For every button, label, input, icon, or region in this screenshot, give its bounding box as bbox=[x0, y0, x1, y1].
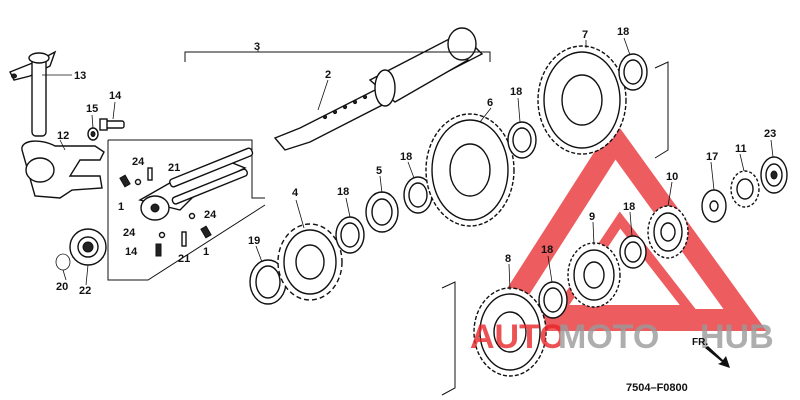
part-9-gear bbox=[567, 242, 621, 308]
part-23-bearing bbox=[760, 156, 788, 194]
part-15-bolt bbox=[99, 118, 125, 131]
part-19-washer bbox=[249, 259, 287, 305]
shaft-holes bbox=[322, 94, 368, 120]
callout-2: 2 bbox=[325, 69, 331, 81]
part-7-gear bbox=[537, 45, 627, 155]
callout-24-a: 24 bbox=[132, 156, 145, 168]
part-4-gear bbox=[277, 223, 343, 301]
watermark-text-a: AUTO bbox=[470, 318, 566, 356]
group-bracket-right bbox=[654, 61, 669, 159]
callout-18-a: 18 bbox=[337, 186, 349, 198]
callout-20: 20 bbox=[56, 281, 68, 293]
callout-23: 23 bbox=[764, 128, 776, 140]
watermark-logo bbox=[479, 120, 767, 331]
part-16-washer bbox=[87, 127, 99, 141]
callout-1-b: 1 bbox=[203, 246, 209, 258]
group-bracket-lower bbox=[441, 281, 456, 396]
part-18-washer-b bbox=[403, 176, 433, 214]
part-10-gear bbox=[647, 205, 689, 259]
part-18-washer-e bbox=[538, 281, 568, 319]
callout-21-a: 21 bbox=[168, 162, 180, 174]
callout-19: 19 bbox=[248, 235, 260, 247]
part-5-collar bbox=[365, 191, 399, 233]
callout-24-c: 24 bbox=[123, 227, 136, 239]
callout-7: 7 bbox=[582, 29, 588, 41]
part-21-pin-b bbox=[181, 231, 187, 247]
callout-5: 5 bbox=[376, 165, 382, 177]
watermark-text: AUTO MOTO HUB bbox=[470, 318, 774, 356]
group-bracket-top bbox=[108, 139, 265, 199]
callout-6: 6 bbox=[487, 97, 493, 109]
part-14-spring bbox=[155, 243, 162, 257]
callout-24-b: 24 bbox=[204, 209, 217, 221]
callout-21-b: 21 bbox=[178, 253, 190, 265]
callout-4: 4 bbox=[292, 187, 299, 199]
part-18-washer-d bbox=[618, 53, 648, 91]
part-18-washer-a bbox=[335, 216, 365, 254]
bracket-3 bbox=[184, 51, 491, 62]
callout-18-e: 18 bbox=[541, 244, 553, 256]
callout-14: 14 bbox=[125, 246, 138, 258]
part-1-spring-b bbox=[200, 225, 212, 239]
callout-1-a: 1 bbox=[118, 201, 124, 213]
shift-drum-assembly bbox=[138, 147, 254, 221]
part-6-gear bbox=[425, 113, 515, 227]
callout-13: 13 bbox=[74, 70, 86, 82]
callout-18-d: 18 bbox=[617, 26, 629, 38]
watermark-text-c: HUB bbox=[700, 318, 774, 356]
callout-18-f: 18 bbox=[623, 201, 635, 213]
watermark-text-b: MOTO bbox=[558, 318, 659, 356]
arrow-fr-icon: FR. bbox=[692, 337, 730, 368]
part-17-washer bbox=[701, 189, 727, 223]
part-1-spring-a bbox=[119, 174, 131, 188]
part-18-washer-f bbox=[619, 235, 647, 269]
part-11-gear bbox=[730, 170, 760, 208]
callout-8: 8 bbox=[505, 253, 511, 265]
leader-lines bbox=[42, 37, 774, 291]
callout-12: 12 bbox=[57, 130, 69, 142]
callout-16: 15 bbox=[86, 103, 98, 115]
callouts: 13 15 14 12 3 2 24 21 1 24 24 14 21 1 4 … bbox=[56, 26, 776, 297]
callout-9: 9 bbox=[589, 211, 595, 223]
svg-text:FR.: FR. bbox=[692, 337, 708, 348]
group-bracket-left bbox=[107, 140, 266, 281]
callout-3: 3 bbox=[254, 41, 260, 53]
part-12-shift-arm bbox=[21, 140, 105, 199]
part-13-shift-fork bbox=[9, 50, 57, 137]
callout-11: 11 bbox=[735, 143, 747, 155]
part-20-circlip bbox=[55, 253, 71, 271]
figure-code: 7504–F0800 bbox=[626, 382, 688, 394]
callout-17: 17 bbox=[706, 151, 718, 163]
callout-18-b: 18 bbox=[400, 151, 412, 163]
part-18-washer-c bbox=[507, 121, 537, 159]
callout-18-c: 18 bbox=[510, 86, 522, 98]
part-22-bearing bbox=[69, 228, 107, 266]
part-24-balls bbox=[134, 178, 196, 239]
part-21-pin-a bbox=[147, 167, 153, 181]
part-8-gear bbox=[473, 287, 547, 377]
callout-10: 10 bbox=[666, 171, 678, 183]
callout-15: 14 bbox=[109, 90, 122, 102]
callout-22: 22 bbox=[79, 285, 91, 297]
